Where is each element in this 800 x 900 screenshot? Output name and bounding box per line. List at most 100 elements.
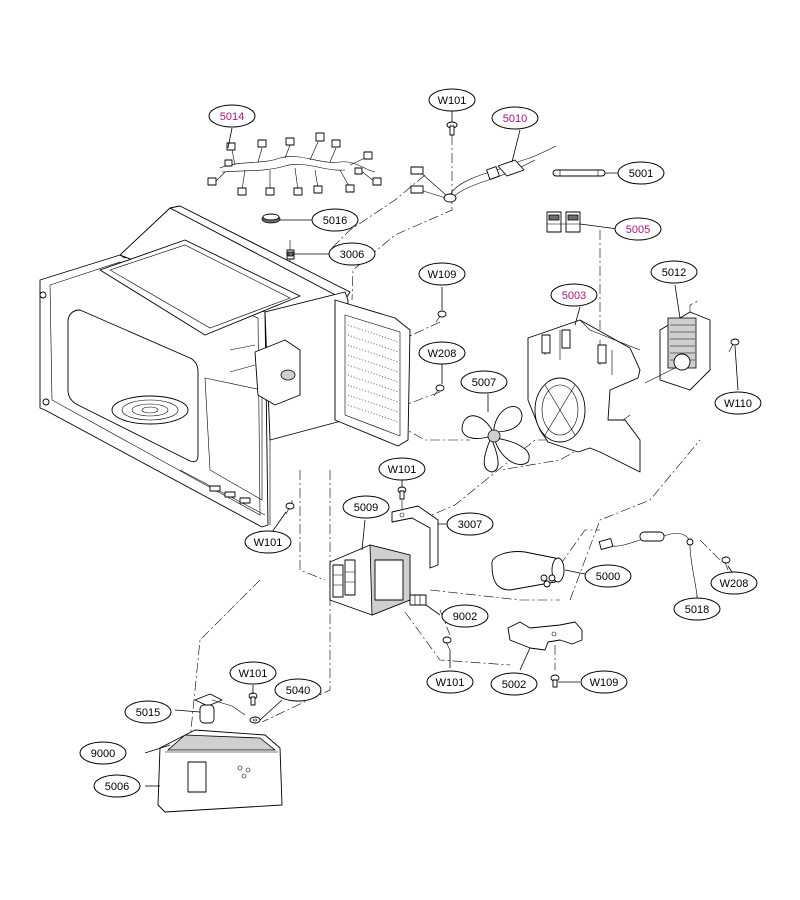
callout-text: W101 [438,95,467,107]
callout-oval [580,670,628,694]
fuse-part [552,169,606,177]
hv-diode [598,531,698,596]
callout-oval [274,678,322,702]
callout-text: 5016 [323,215,347,227]
oven-cavity [39,205,411,528]
wire-harness [207,132,382,196]
callout-text: W101 [254,537,283,549]
callout-5015: 5015 [124,700,172,724]
callout-w101-c: W101 [244,530,292,554]
stirrer-motor [194,693,246,724]
callout-oval [418,341,466,365]
callout-text: W208 [428,348,457,360]
callout-9002: 9002 [441,604,489,628]
callout-3007: 3007 [446,512,494,536]
callout-5012: 5012 [650,260,698,284]
callout-w101-b: W101 [378,457,426,481]
callout-w208-a: W208 [418,341,466,365]
screw-w101-cabinet [285,502,295,515]
callout-text: 5009 [354,502,378,514]
callout-5002: 5002 [490,672,538,696]
callout-text: 5003 [562,290,586,302]
callout-oval [490,672,538,696]
callout-text: W101 [436,677,465,689]
hv-transformer [329,544,411,616]
callout-5000: 5000 [584,564,632,588]
callout-w208-b: W208 [710,571,758,595]
callout-3006: 3006 [328,242,376,266]
callout-text: 3007 [458,519,482,531]
screw-w101-top [446,121,458,136]
callout-oval [93,774,141,798]
callout-text: W110 [724,398,752,410]
callout-oval [418,262,466,286]
callout-5010: 5010 [491,106,539,130]
callout-oval [550,283,598,307]
callout-5007: 5007 [460,370,508,394]
callout-oval [426,670,474,694]
callout-oval [673,597,721,621]
callout-oval [617,161,665,185]
callout-oval [446,512,494,536]
callout-oval [244,530,292,554]
screw-w101-lower [442,636,452,651]
callout-oval [79,741,127,765]
callout-oval [124,700,172,724]
callout-w109-a: W109 [418,262,466,286]
thermal-cutoff [261,213,281,224]
leader-lines [144,108,739,787]
fuse-lead [410,145,557,203]
fan-duct [527,319,641,473]
callout-oval [311,208,359,232]
washer-5040 [249,716,261,724]
screw-w109-b [550,674,560,688]
callout-9000: 9000 [79,741,127,765]
callout-oval [342,495,390,519]
callout-text: 5001 [629,168,653,180]
callout-text: W109 [428,269,457,281]
callout-oval [650,260,698,284]
callout-oval [710,571,758,595]
callout-text: 5014 [220,111,244,123]
callout-text: 5018 [685,604,709,616]
callout-oval [491,106,539,130]
fan-blade [461,406,530,473]
callout-oval [378,457,426,481]
callout-text: 5015 [136,707,160,719]
callout-text: W208 [720,578,749,590]
transformer-bracket [391,505,439,569]
callout-text: W101 [239,668,268,680]
callout-w101-d: W101 [426,670,474,694]
callout-oval [584,564,632,588]
callout-oval [328,242,376,266]
callout-oval [614,217,662,241]
screw-w101-transformer [397,486,407,500]
terminal-block [409,594,427,606]
screw-w101-base [248,692,258,706]
callout-text: 5005 [626,224,650,236]
base-plate [157,729,283,813]
callout-5016: 5016 [311,208,359,232]
callout-5001: 5001 [617,161,665,185]
callout-oval [229,661,277,685]
callout-text: 5000 [596,571,620,583]
callout-text: 5006 [105,781,129,793]
callout-oval [714,391,762,415]
callout-text: 9000 [91,748,115,760]
callout-text: W101 [388,464,417,476]
hv-capacitor [491,551,565,591]
callout-text: 5010 [503,113,527,125]
callout-text: 5040 [286,685,310,697]
screw-w110 [728,338,740,353]
callout-w109-b: W109 [580,670,628,694]
callout-oval [460,370,508,394]
callout-5014: 5014 [208,104,256,128]
callout-w101-a: W101 [428,88,476,112]
bracket-small [286,249,295,260]
fan-motor [644,311,711,391]
callout-5040: 5040 [274,678,322,702]
callout-5009: 5009 [342,495,390,519]
callout-5006: 5006 [93,774,141,798]
